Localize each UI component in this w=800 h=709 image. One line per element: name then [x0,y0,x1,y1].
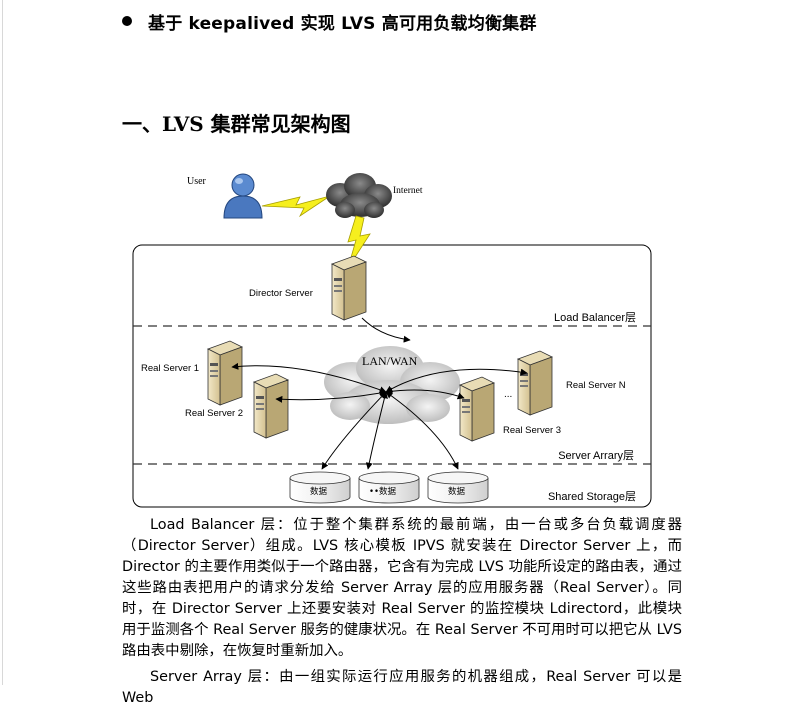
layer-label-server-array: Server Arrary层 [558,449,634,462]
internet-label: Internet [393,186,423,196]
real-server-1-icon [207,340,243,406]
real-server-1-label: Real Server 1 [141,363,199,374]
layer-label-load-balancer: Load Balancer层 [554,311,636,324]
user-icon [223,173,263,219]
database-icon [358,471,420,504]
ellipsis-label: ... [504,389,512,400]
cluster-boundary [132,244,652,508]
bullet-heading-text: 基于 keepalived 实现 LVS 高可用负载均衡集群 [148,13,537,34]
database-icon [427,471,489,504]
director-server-icon [331,255,367,321]
paragraph-text: Load Balancer 层：位于整个集群系统的最前端，由一台或多台负载调度器… [122,517,682,659]
real-server-3-icon [459,376,495,442]
real-server-n-label: Real Server N [566,380,626,391]
director-label: Director Server [249,288,313,299]
layer-label-shared-storage: Shared Storage层 [548,490,636,503]
lvs-architecture-diagram: User Internet Director Server LAN/WAN Re… [132,173,652,508]
real-server-3-label: Real Server 3 [503,425,561,436]
lightning-link-icon [261,195,331,218]
real-server-2-icon [253,373,289,439]
bullet-heading: 基于 keepalived 实现 LVS 高可用负载均衡集群 [122,8,537,34]
database-3-label: 数据 [448,486,466,497]
real-server-n-icon [517,350,553,416]
lan-wan-label: LAN/WAN [362,354,418,368]
lightning-link-icon [347,215,371,269]
body-paragraph: Server Array 层：由一组实际运行应用服务的机器组成，Real Ser… [122,667,682,709]
database-icon [289,471,351,504]
real-server-2-label: Real Server 2 [185,408,243,419]
paragraph-text: Server Array 层：由一组实际运行应用服务的机器组成，Real Ser… [122,669,682,706]
database-1-label: 数据 [310,486,328,497]
section-title: 一、LVS 集群常见架构图 [122,112,351,136]
page-left-edge [2,0,3,685]
bullet-dot-icon [122,16,132,26]
internet-cloud-icon [326,173,392,218]
body-paragraph: Load Balancer 层：位于整个集群系统的最前端，由一台或多台负载调度器… [122,515,682,662]
user-label: User [187,176,207,187]
connection-arrows [231,317,528,470]
database-2-label: ••数据 [369,486,397,497]
